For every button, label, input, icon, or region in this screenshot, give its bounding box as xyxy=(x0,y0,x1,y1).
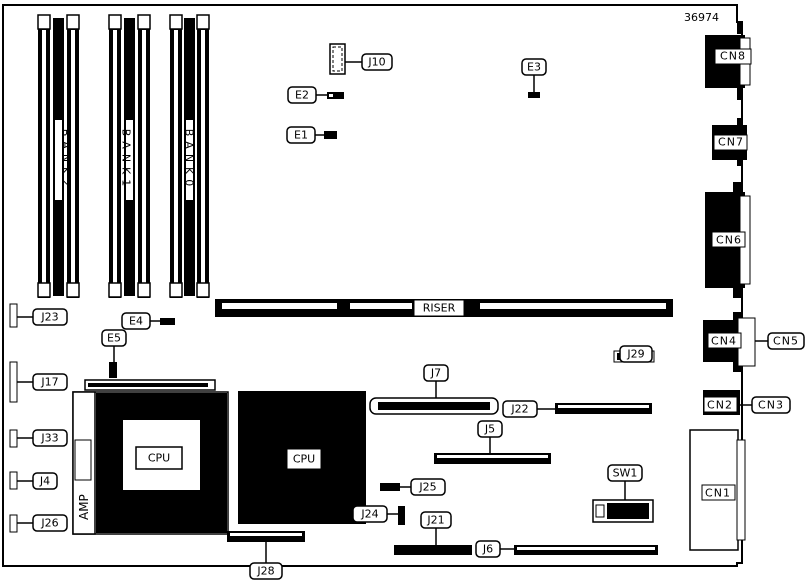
j25-header xyxy=(380,483,400,491)
cn6-connector: CN6 xyxy=(705,182,751,298)
j22-header xyxy=(555,403,652,414)
j25-label: J25 xyxy=(418,481,436,494)
bank-label-0: BANK0 xyxy=(183,129,196,192)
cpu-label-right: CPU xyxy=(293,453,315,466)
j33-callout xyxy=(32,429,68,447)
board-outline xyxy=(2,4,743,567)
j4-label: J4 xyxy=(39,475,50,488)
cn3-label: CN3 xyxy=(758,399,784,412)
e4-header xyxy=(160,318,175,325)
j26-label: J26 xyxy=(40,517,58,530)
bank-label-2: BANK2 xyxy=(60,129,73,192)
riser-label: RISER xyxy=(423,302,456,315)
j24-header xyxy=(398,506,405,525)
cn1-label: CN1 xyxy=(705,487,731,500)
j4-header xyxy=(9,471,18,490)
e1-label: E1 xyxy=(294,129,308,142)
j10-label: J10 xyxy=(367,56,385,69)
j24-label: J24 xyxy=(360,508,378,521)
j26-callout xyxy=(32,514,68,532)
amp-label: AMP xyxy=(77,494,91,520)
memory-bank-0 xyxy=(169,14,210,298)
j21-header xyxy=(394,545,472,555)
memory-bank-2 xyxy=(37,14,80,298)
j17-callout xyxy=(32,373,68,391)
cn5-label: CN5 xyxy=(773,335,799,348)
figure-number: 36974 xyxy=(684,11,719,24)
j29-callout xyxy=(619,345,653,363)
j23-label: J23 xyxy=(40,311,58,324)
sw1-dip-switch xyxy=(592,499,654,523)
cn4-label: CN4 xyxy=(711,335,737,348)
cpu-right: CPU xyxy=(238,391,366,524)
j28-header xyxy=(227,531,305,542)
cn8-connector: CN8 xyxy=(705,22,752,100)
cpu-label-left: CPU xyxy=(148,452,170,465)
bank-labels: BANK2 BANK1 BANK0 xyxy=(60,129,196,192)
e3-label: E3 xyxy=(527,61,541,74)
cn5-callout xyxy=(767,332,805,350)
e2-label: E2 xyxy=(295,89,309,102)
cn7-connector: CN7 xyxy=(712,118,748,166)
sw1-label: SW1 xyxy=(613,467,638,480)
j5-label: J5 xyxy=(484,423,495,436)
j5-header xyxy=(434,453,551,464)
j21-label: J21 xyxy=(426,514,444,527)
cpu-socket-left: CPU AMP xyxy=(72,379,229,535)
e5-label: E5 xyxy=(107,332,121,345)
j28-label: J28 xyxy=(256,565,274,578)
j10-callout xyxy=(361,53,393,71)
j4-callout xyxy=(32,472,58,490)
cn4-connector: CN4 xyxy=(703,312,756,372)
e4-label: E4 xyxy=(129,315,143,328)
j7-label: J7 xyxy=(430,367,441,380)
e5-header xyxy=(109,362,117,378)
cn1-connector: CN1 xyxy=(689,429,746,551)
j10-header xyxy=(329,43,346,75)
e2-header xyxy=(327,92,344,99)
j23-callout xyxy=(32,308,68,326)
j22-label: J22 xyxy=(510,403,528,416)
riser-slot: RISER xyxy=(215,299,673,317)
cn2-connector: CN2 xyxy=(703,390,740,415)
j17-header xyxy=(9,361,18,403)
j29-label: J29 xyxy=(626,348,644,361)
j26-header xyxy=(9,514,18,533)
cn6-label: CN6 xyxy=(716,234,742,247)
j33-label: J33 xyxy=(40,432,58,445)
j28-callout xyxy=(249,562,283,580)
j25-callout xyxy=(410,478,446,496)
e1-header xyxy=(324,131,337,139)
cn7-label: CN7 xyxy=(718,136,744,149)
j6-label: J6 xyxy=(482,543,493,556)
bank-label-1: BANK1 xyxy=(120,129,133,192)
cn2-label: CN2 xyxy=(707,399,733,412)
j7-connector xyxy=(369,397,499,415)
cn8-label: CN8 xyxy=(720,50,746,63)
j23-header xyxy=(9,303,18,328)
j17-label: J17 xyxy=(40,376,58,389)
memory-bank-1 xyxy=(108,14,151,298)
j33-header xyxy=(9,429,18,448)
cn3-callout xyxy=(751,396,791,414)
e3-header xyxy=(528,92,540,98)
